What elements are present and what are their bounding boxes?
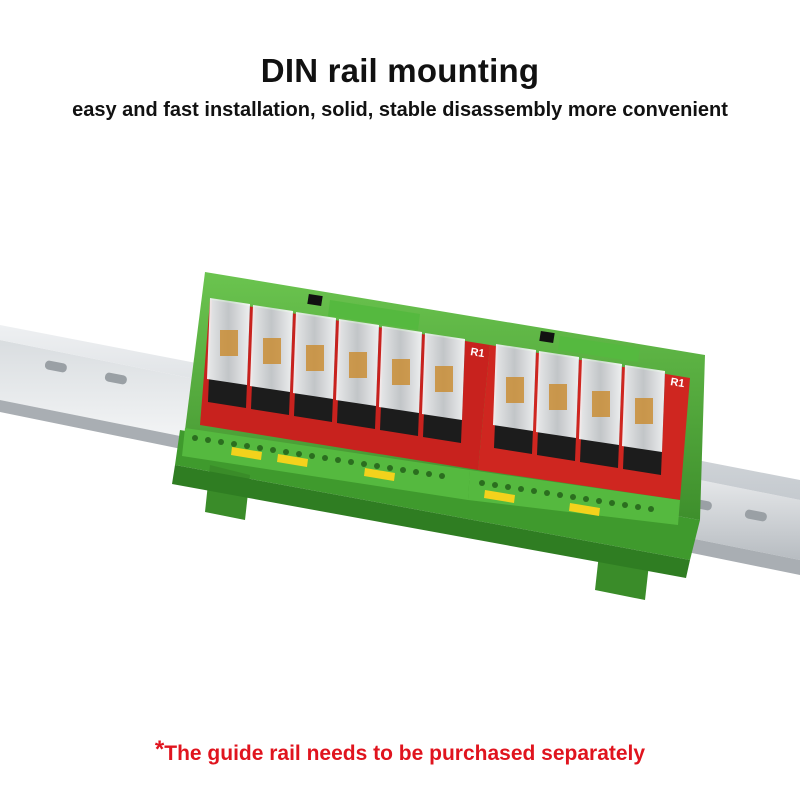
relay	[379, 326, 422, 436]
relay	[622, 365, 665, 475]
page-subtitle: easy and fast installation, solid, stabl…	[72, 99, 728, 121]
relay-row	[207, 298, 665, 475]
relay	[336, 319, 379, 429]
asterisk-icon: *	[154, 736, 165, 763]
relay	[579, 358, 622, 468]
top-terminal-strip	[307, 293, 640, 362]
pcb-label: R1	[470, 346, 486, 360]
terminal-strip	[182, 428, 680, 525]
purchase-note: *The guide rail needs to be purchased se…	[0, 736, 800, 766]
relay	[493, 344, 536, 454]
page-title: DIN rail mounting	[260, 52, 540, 89]
pcb-label: R1	[670, 376, 686, 390]
relay	[536, 351, 579, 461]
relay	[293, 312, 336, 422]
relay	[422, 333, 465, 443]
relay	[207, 298, 250, 408]
product-photo: R1 R1	[0, 272, 800, 600]
relay	[250, 305, 293, 415]
purchase-note-text: The guide rail needs to be purchased sep…	[164, 742, 646, 765]
